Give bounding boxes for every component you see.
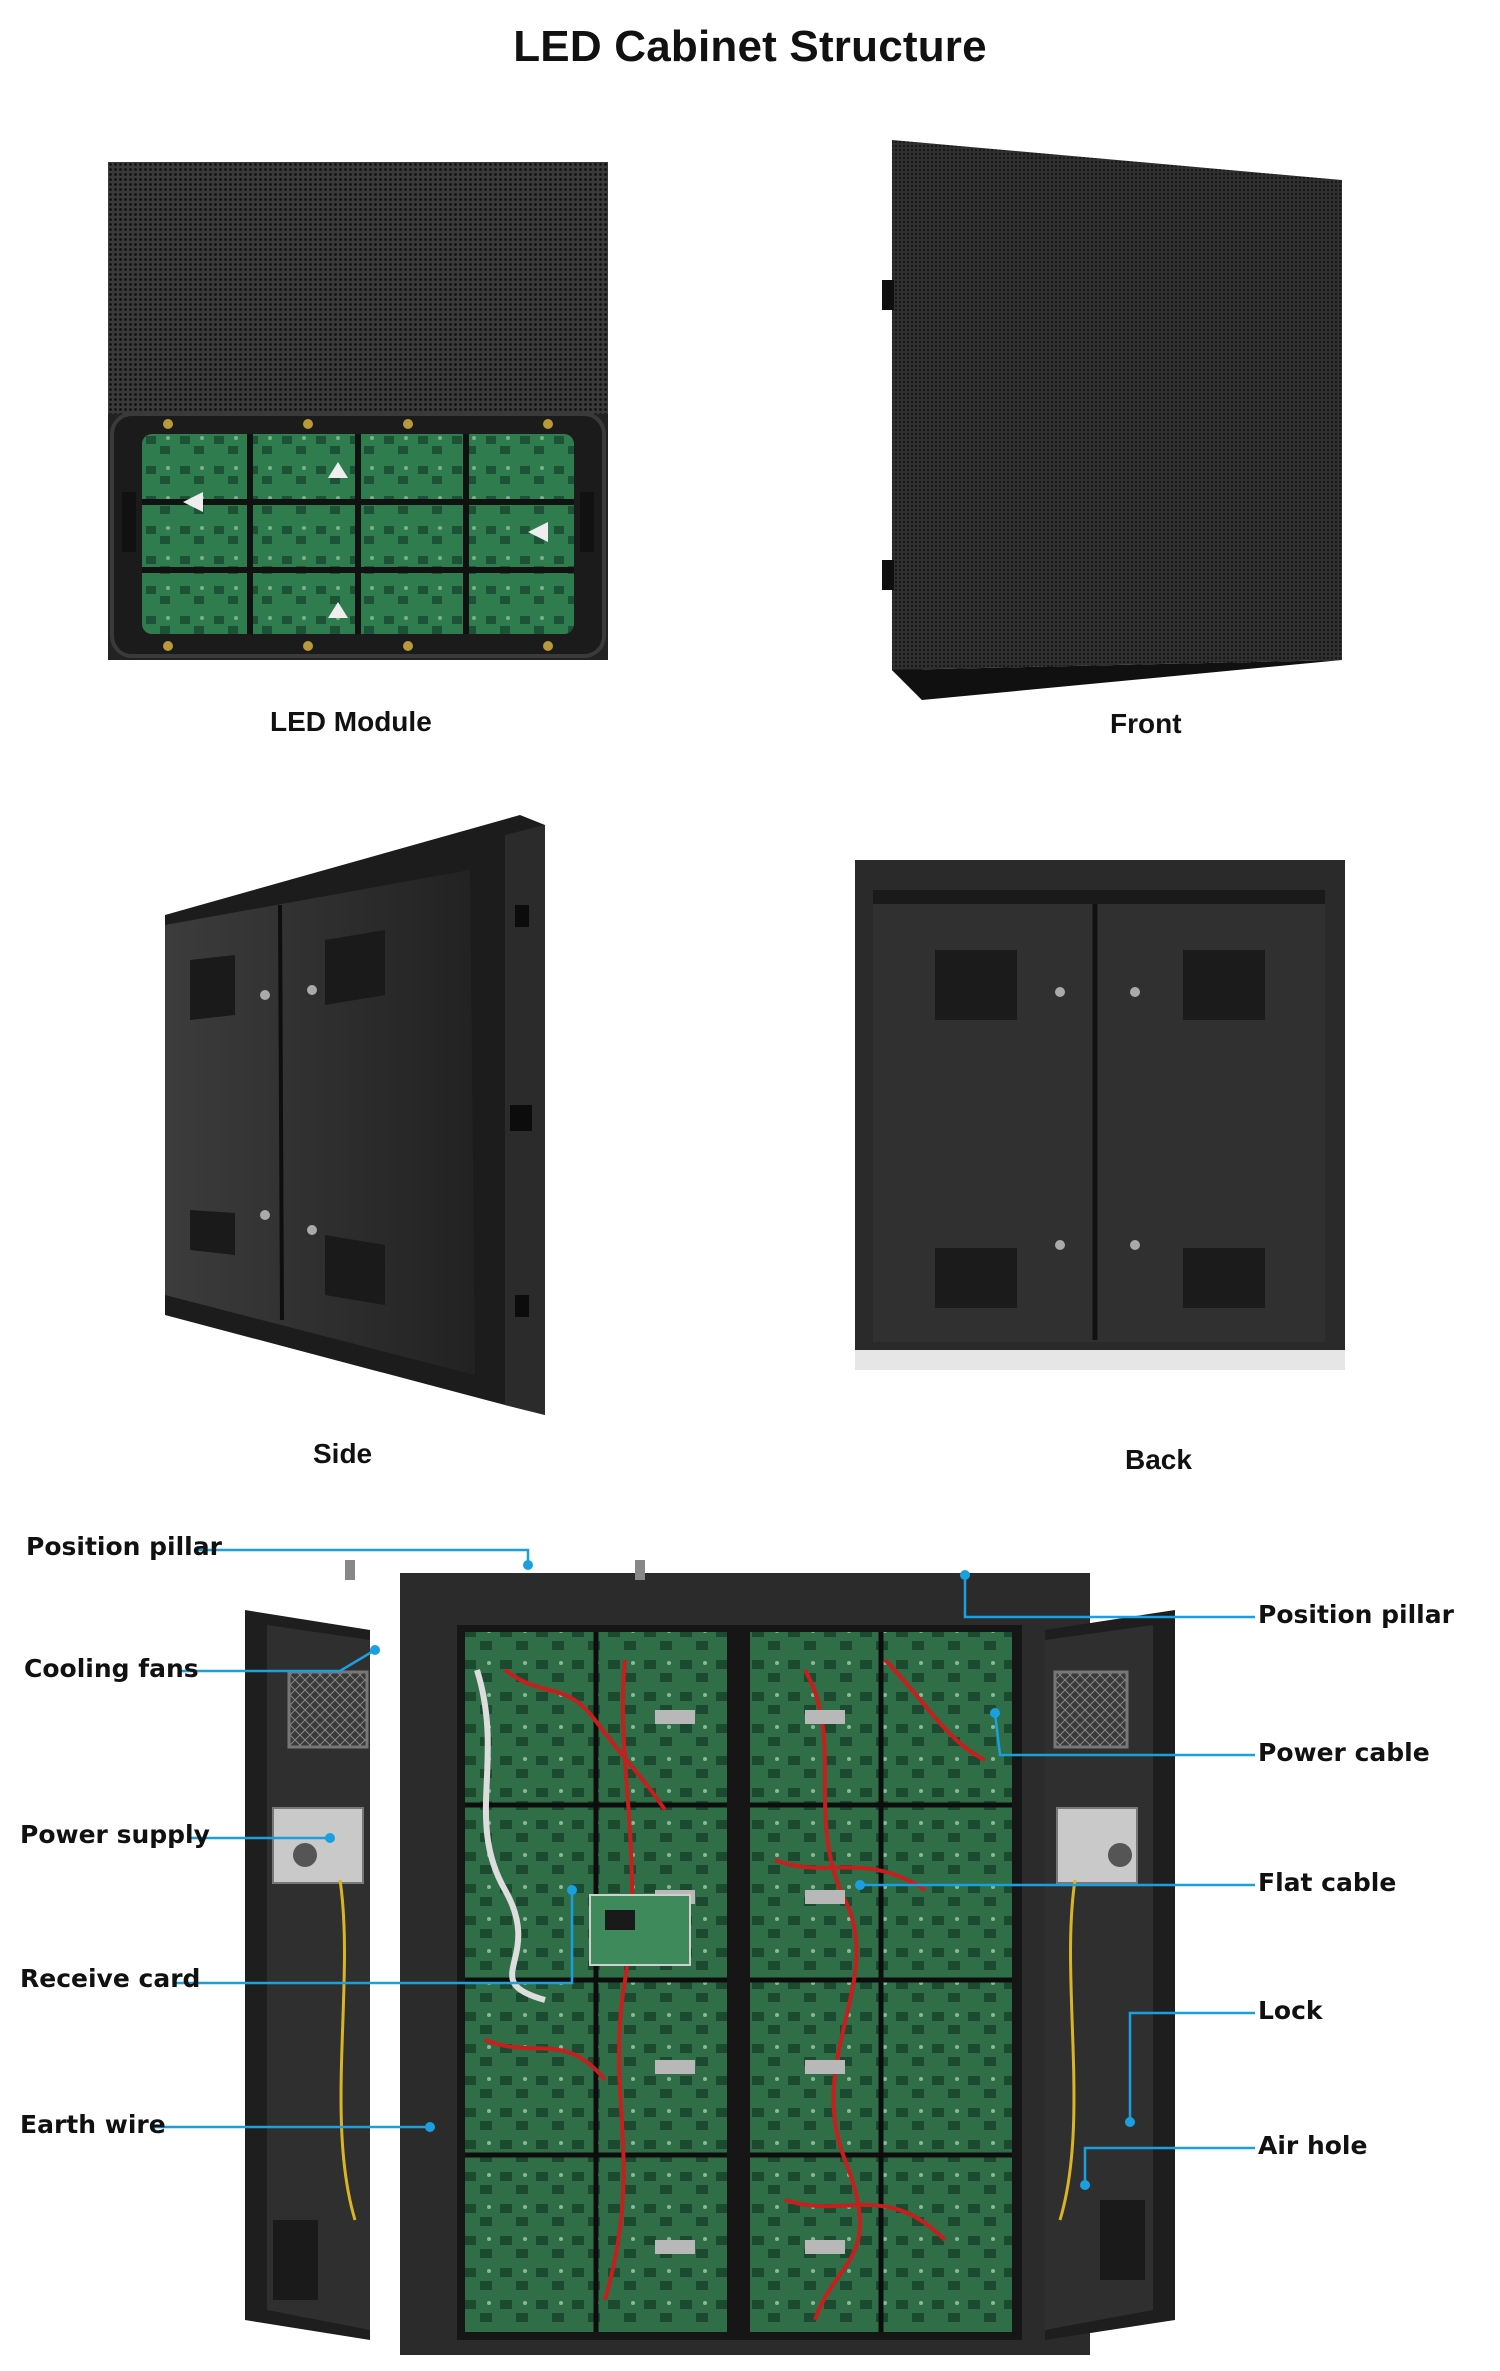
caption-led-module: LED Module xyxy=(270,706,432,737)
caption-side: Side xyxy=(313,1438,373,1469)
label-flat-cable: Flat cable xyxy=(1258,1868,1397,1897)
open-cabinet-image xyxy=(245,1560,1175,2355)
caption-front: Front xyxy=(1110,708,1182,739)
label-earth-wire: Earth wire xyxy=(20,2110,166,2139)
label-receive-card: Receive card xyxy=(20,1964,201,1993)
label-power-cable: Power cable xyxy=(1258,1738,1430,1767)
led-module-image xyxy=(108,162,608,660)
page-title: LED Cabinet Structure xyxy=(513,22,987,71)
label-lock: Lock xyxy=(1258,1996,1323,2025)
label-position-pillar-left: Position pillar xyxy=(26,1532,222,1561)
label-power-supply: Power supply xyxy=(20,1820,210,1849)
caption-back: Back xyxy=(1125,1444,1192,1475)
label-position-pillar-right: Position pillar xyxy=(1258,1600,1454,1629)
label-cooling-fans: Cooling fans xyxy=(24,1654,199,1683)
side-image xyxy=(165,815,545,1415)
front-image xyxy=(882,140,1342,700)
back-image xyxy=(855,860,1345,1370)
label-air-hole: Air hole xyxy=(1258,2131,1368,2160)
